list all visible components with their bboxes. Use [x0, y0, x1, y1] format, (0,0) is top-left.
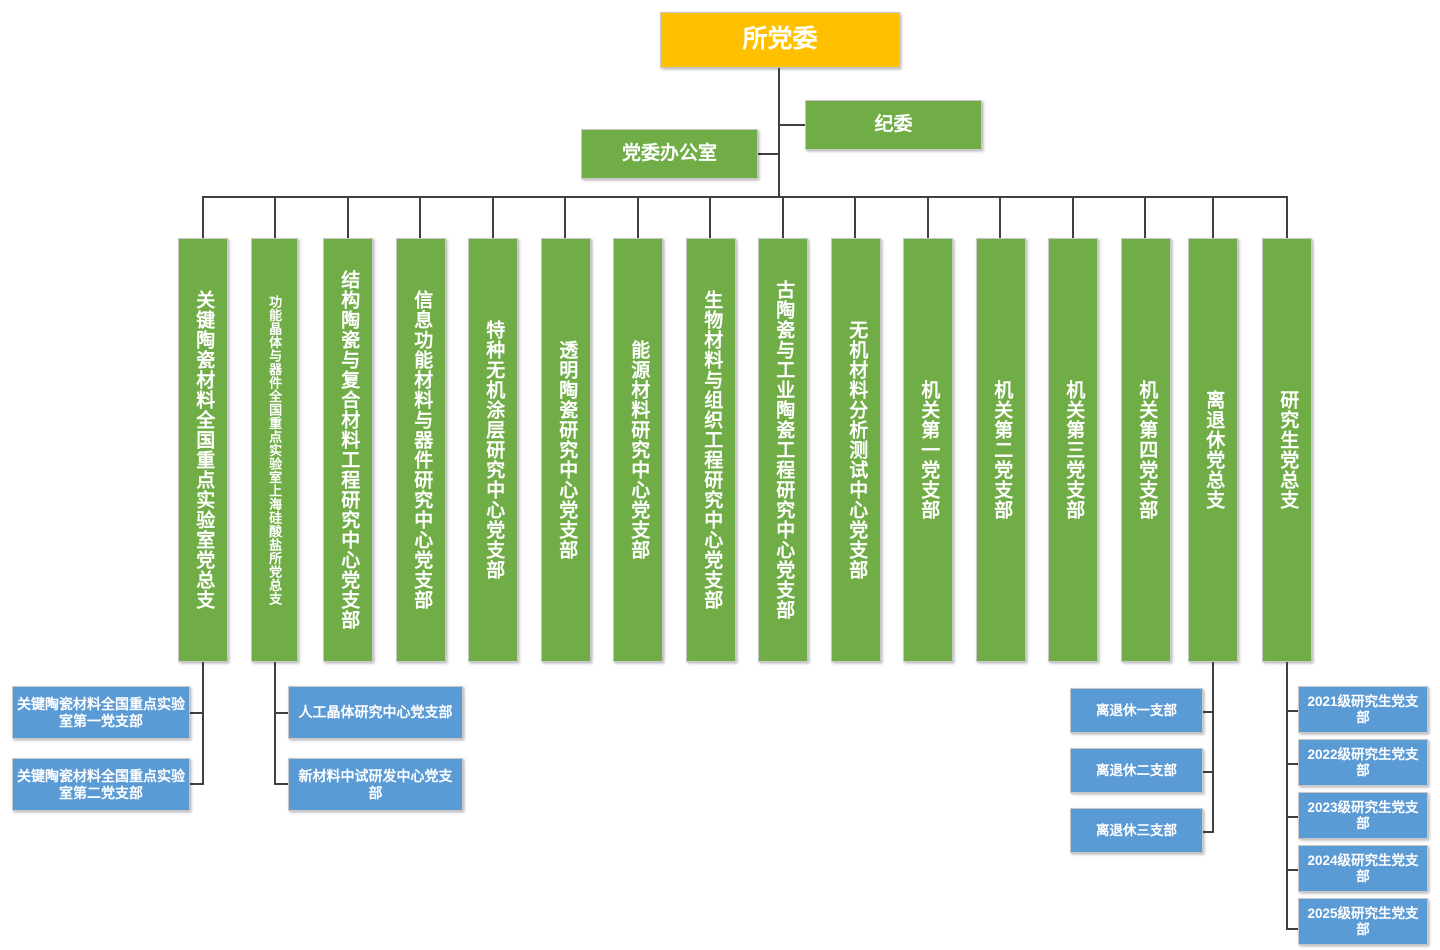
connector-spine-graduate: [1286, 662, 1288, 930]
node-label: 2022级研究生党支部: [1307, 746, 1419, 778]
node-sub-retired-first[interactable]: 离退休一支部: [1070, 688, 1203, 733]
node-sub-key-ceramics-first[interactable]: 关键陶瓷材料全国重点实验室第一党支部: [12, 686, 190, 739]
node-label: 透明陶瓷研究中心党支部: [556, 340, 578, 560]
connector-stub-graduate-3: [1286, 816, 1299, 818]
connector-drop-7: [637, 196, 639, 238]
node-label: 离退休三支部: [1096, 822, 1177, 838]
node-sub-graduate-2024[interactable]: 2024级研究生党支部: [1298, 845, 1428, 892]
node-branch-admin-second[interactable]: 机关第二党支部: [976, 238, 1026, 662]
node-label: 2025级研究生党支部: [1307, 905, 1419, 937]
connector-drop-13: [1072, 196, 1074, 238]
connector-drop-4: [419, 196, 421, 238]
node-branch-analysis-testing-center[interactable]: 无机材料分析测试中心党支部: [831, 238, 881, 662]
node-sub-retired-second[interactable]: 离退休二支部: [1070, 748, 1203, 793]
connector-spine-key-ceramics: [202, 662, 204, 785]
node-label: 信息功能材料与器件研究中心党支部: [411, 290, 433, 610]
node-label: 党委办公室: [621, 142, 717, 164]
connector-drop-5: [492, 196, 494, 238]
node-branch-functional-crystal-lab[interactable]: 功能晶体与器件全国重点实验室上海硅酸盐所党总支: [251, 238, 298, 662]
connector-drop-12: [999, 196, 1001, 238]
connector-stub-retired-1: [1202, 711, 1214, 713]
connector-root-to-discipline: [778, 124, 806, 126]
node-branch-special-inorganic-coating[interactable]: 特种无机涂层研究中心党支部: [468, 238, 518, 662]
connector-drop-6: [564, 196, 566, 238]
node-discipline-committee[interactable]: 纪委: [805, 100, 982, 150]
node-label: 关键陶瓷材料全国重点实验室第二党支部: [17, 767, 185, 801]
connector-stub-key-ceramics-2: [189, 783, 203, 785]
node-branch-admin-fourth[interactable]: 机关第四党支部: [1121, 238, 1171, 662]
node-branch-key-ceramics-lab[interactable]: 关键陶瓷材料全国重点实验室党总支: [178, 238, 228, 662]
node-branch-graduate-students[interactable]: 研究生党总支: [1262, 238, 1312, 662]
connector-drop-16: [1286, 196, 1288, 238]
node-label: 机关第三党支部: [1063, 380, 1085, 520]
node-label: 关键陶瓷材料全国重点实验室第一党支部: [17, 695, 185, 729]
connector-stub-graduate-4: [1286, 869, 1299, 871]
node-sub-artificial-crystal-center[interactable]: 人工晶体研究中心党支部: [288, 686, 463, 739]
node-label: 古陶瓷与工业陶瓷工程研究中心党支部: [773, 280, 795, 620]
node-sub-graduate-2021[interactable]: 2021级研究生党支部: [1298, 686, 1428, 733]
node-label: 所党委: [742, 25, 818, 54]
connector-drop-8: [709, 196, 711, 238]
node-branch-info-functional-materials[interactable]: 信息功能材料与器件研究中心党支部: [396, 238, 446, 662]
node-sub-graduate-2025[interactable]: 2025级研究生党支部: [1298, 898, 1428, 945]
node-label: 机关第二党支部: [991, 380, 1013, 520]
node-label: 离退休二支部: [1096, 762, 1177, 778]
node-sub-key-ceramics-second[interactable]: 关键陶瓷材料全国重点实验室第二党支部: [12, 758, 190, 811]
connector-stub-graduate-5: [1286, 928, 1299, 930]
node-label: 离退休一支部: [1096, 702, 1177, 718]
connector-drop-1: [202, 196, 204, 238]
connector-stub-graduate-2: [1286, 763, 1299, 765]
node-label: 新材料中试研发中心党支部: [298, 767, 453, 801]
node-label: 关键陶瓷材料全国重点实验室党总支: [193, 290, 215, 610]
node-sub-new-material-pilot-center[interactable]: 新材料中试研发中心党支部: [288, 758, 463, 811]
node-label: 人工晶体研究中心党支部: [298, 704, 453, 721]
node-label: 机关第四党支部: [1136, 380, 1158, 520]
node-label: 生物材料与组织工程研究中心党支部: [701, 290, 723, 610]
connector-spine-retired: [1212, 662, 1214, 832]
node-label: 特种无机涂层研究中心党支部: [483, 320, 505, 580]
node-label: 能源材料研究中心党支部: [628, 340, 650, 560]
node-sub-retired-third[interactable]: 离退休三支部: [1070, 808, 1203, 853]
node-branch-ancient-industrial-ceramics[interactable]: 古陶瓷与工业陶瓷工程研究中心党支部: [758, 238, 808, 662]
connector-bus-horizontal: [202, 196, 1287, 198]
node-branch-transparent-ceramics[interactable]: 透明陶瓷研究中心党支部: [541, 238, 591, 662]
connector-drop-3: [347, 196, 349, 238]
node-branch-admin-first[interactable]: 机关第一党支部: [903, 238, 953, 662]
node-label: 无机材料分析测试中心党支部: [846, 320, 868, 580]
node-label: 纪委: [874, 113, 913, 135]
node-label: 2024级研究生党支部: [1307, 852, 1419, 884]
node-label: 功能晶体与器件全国重点实验室上海硅酸盐所党总支: [267, 294, 283, 606]
node-sub-graduate-2022[interactable]: 2022级研究生党支部: [1298, 739, 1428, 786]
connector-drop-14: [1144, 196, 1146, 238]
node-branch-retired[interactable]: 离退休党总支: [1188, 238, 1238, 662]
node-label: 研究生党总支: [1277, 390, 1299, 510]
connector-drop-2: [274, 196, 276, 238]
node-label: 2021级研究生党支部: [1307, 693, 1419, 725]
node-branch-admin-third[interactable]: 机关第三党支部: [1048, 238, 1098, 662]
connector-stub-functional-crystal-1: [274, 712, 288, 714]
node-sub-graduate-2023[interactable]: 2023级研究生党支部: [1298, 792, 1428, 839]
connector-stub-key-ceramics-1: [189, 712, 203, 714]
connector-spine-functional-crystal: [274, 662, 276, 785]
node-party-office[interactable]: 党委办公室: [581, 129, 758, 179]
connector-stub-retired-3: [1202, 831, 1214, 833]
connector-drop-9: [782, 196, 784, 238]
connector-stub-functional-crystal-2: [274, 783, 288, 785]
connector-root-to-office: [757, 153, 780, 155]
node-label: 结构陶瓷与复合材料工程研究中心党支部: [338, 270, 360, 630]
connector-root-trunk: [778, 68, 780, 196]
connector-drop-10: [854, 196, 856, 238]
connector-stub-retired-2: [1202, 771, 1214, 773]
connector-drop-11: [927, 196, 929, 238]
node-branch-energy-materials[interactable]: 能源材料研究中心党支部: [613, 238, 663, 662]
connector-stub-graduate-1: [1286, 710, 1299, 712]
node-branch-structural-ceramics[interactable]: 结构陶瓷与复合材料工程研究中心党支部: [323, 238, 373, 662]
connector-drop-15: [1212, 196, 1214, 238]
node-label: 离退休党总支: [1203, 390, 1225, 510]
node-label: 2023级研究生党支部: [1307, 799, 1419, 831]
node-root-party-committee[interactable]: 所党委: [660, 12, 900, 68]
node-branch-biomaterials-tissue-engineering[interactable]: 生物材料与组织工程研究中心党支部: [686, 238, 736, 662]
node-label: 机关第一党支部: [918, 380, 940, 520]
